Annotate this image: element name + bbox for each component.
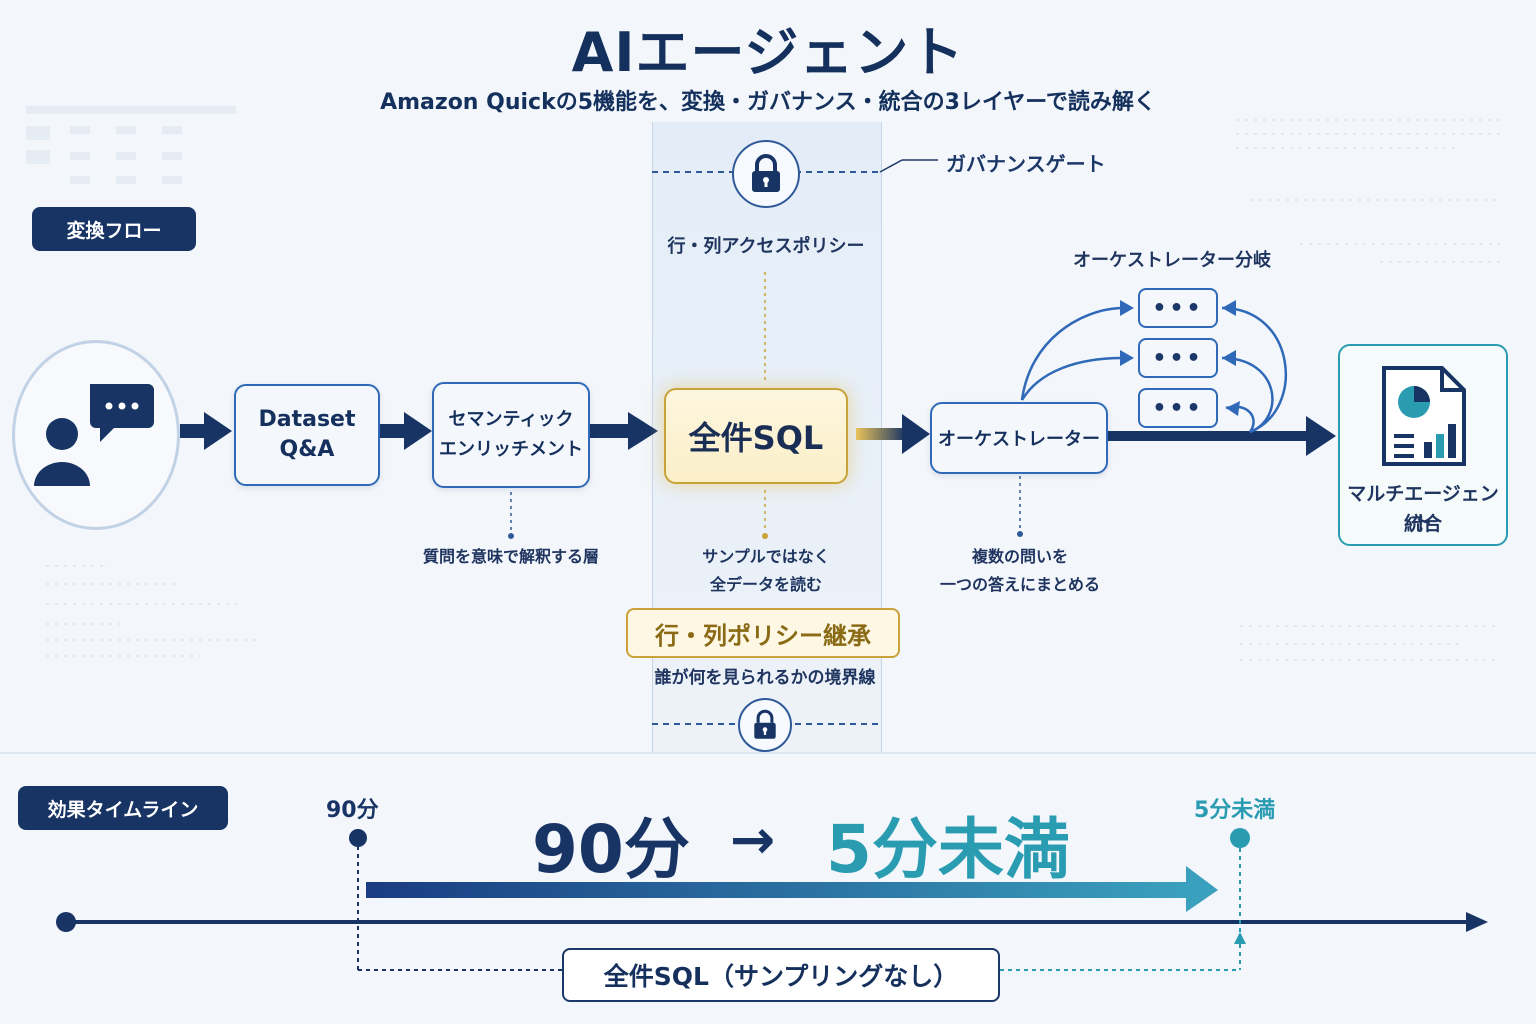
governance-lock-top	[732, 140, 800, 208]
policy-inherit-badge: 行・列ポリシー継承	[626, 608, 900, 658]
caption-semantic: 質問を意味で解釈する層	[422, 547, 599, 566]
full-sql-no-sampling-box: 全件SQL（サンプリングなし）	[562, 948, 1000, 1002]
lock-icon	[752, 154, 780, 192]
node-semantic-enrichment: セマンティック エンリッチメント	[432, 382, 590, 488]
headline-to: 5分未満	[826, 811, 1070, 888]
orchestrator-branch-label: オーケストレーター分岐	[1073, 250, 1271, 271]
node-dataset-qa: Dataset Q&A	[234, 384, 380, 486]
node-full-sql: 全件SQL	[664, 388, 848, 484]
caption-full-sql-1: サンプルではなく	[702, 547, 830, 566]
caption-full-sql-2: 全データを読む	[709, 575, 822, 594]
node-semantic-line2: エンリッチメント	[439, 439, 583, 460]
caption-orchestrator-2: 一つの答えにまとめる	[939, 575, 1100, 594]
node-dataset-qa-line2: Q&A	[279, 437, 335, 462]
governance-gate-label: ガバナンスゲート	[946, 152, 1106, 176]
section-label-transform-flow: 変換フロー	[32, 207, 196, 251]
governance-lock-bottom	[738, 698, 792, 752]
access-policy-label: 行・列アクセスポリシー	[667, 236, 865, 257]
node-multi-agent-line1: マルチエージェント	[1347, 483, 1499, 534]
timeline-end-label: 5分未満	[1194, 798, 1276, 823]
section-label-effect-timeline: 効果タイムライン	[18, 786, 228, 830]
report-icon	[1382, 366, 1466, 466]
node-dataset-qa-line1: Dataset	[258, 407, 356, 432]
branch-agent-2: •••	[1138, 338, 1218, 378]
page-subtitle: Amazon Quickの5機能を、変換・ガバナンス・統合の3レイヤーで読み解く	[380, 90, 1156, 115]
node-semantic-line1: セマンティック	[448, 409, 574, 430]
node-multi-agent-line2: 統合	[1403, 513, 1442, 535]
node-orchestrator: オーケストレーター	[930, 402, 1108, 474]
boundary-caption: 誰が何を見られるかの境界線	[654, 668, 876, 688]
branch-agent-3: •••	[1138, 388, 1218, 428]
section-divider	[0, 752, 1536, 754]
page-title: AIエージェント	[571, 21, 965, 84]
timeline-start-label: 90分	[326, 798, 379, 823]
lock-icon	[754, 709, 776, 739]
branch-agent-1: •••	[1138, 288, 1218, 328]
headline-arrow-icon: →	[730, 808, 776, 871]
user-node	[12, 340, 180, 530]
node-multi-agent: マルチエージェント 統合	[1338, 344, 1508, 546]
headline-from: 90分	[532, 811, 690, 888]
caption-orchestrator-1: 複数の問いを	[971, 547, 1068, 566]
user-chat-icon	[34, 384, 154, 486]
